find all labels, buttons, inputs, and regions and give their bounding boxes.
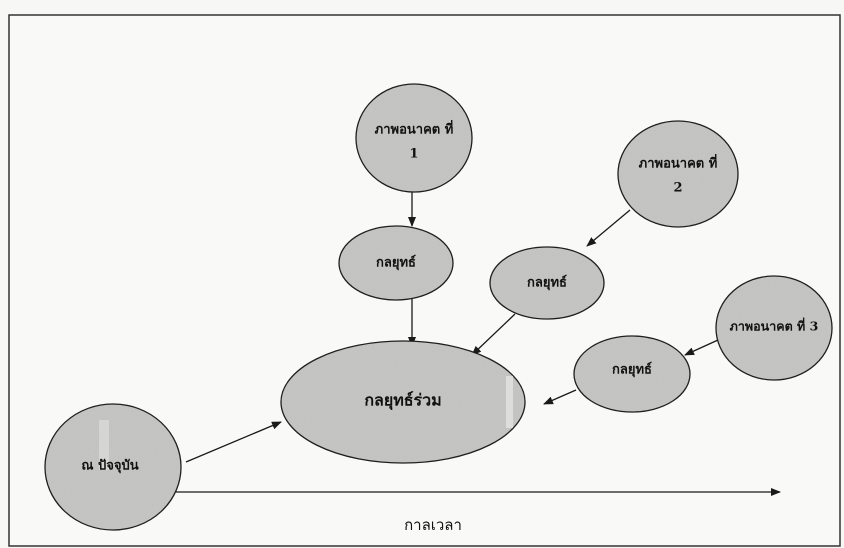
arrow-strategy2-to-joint bbox=[471, 313, 516, 356]
joint-strategy-node: กลยุทธ์ร่วม bbox=[280, 340, 526, 464]
future-scenario-2-number: 2 bbox=[673, 181, 682, 196]
future-scenario-3-label: ภาพอนาคต ที่ 3 bbox=[730, 318, 819, 334]
scan-highlight bbox=[506, 376, 513, 428]
arrow-future2-to-strategy2 bbox=[586, 209, 631, 247]
strategy-2-label: กลยุทธ์ bbox=[527, 275, 567, 291]
future-scenario-3-node: ภาพอนาคต ที่ 3 bbox=[715, 275, 833, 381]
strategy-1-label: กลยุทธ์ bbox=[376, 255, 416, 271]
present-label: ณ ปัจจุบัน bbox=[81, 459, 138, 474]
strategy-3-node: กลยุทธ์ bbox=[573, 335, 691, 413]
future-scenario-2-node: ภาพอนาคต ที่ 2 bbox=[617, 120, 739, 228]
time-axis-label: กาลเวลา bbox=[404, 516, 462, 534]
present-node: ณ ปัจจุบัน bbox=[44, 403, 182, 531]
arrow-strategy3-to-joint bbox=[543, 389, 577, 405]
future-scenario-2-label: ภาพอนาคต ที่ bbox=[639, 154, 718, 172]
strategy-1-node: กลยุทธ์ bbox=[338, 225, 454, 301]
scan-highlight bbox=[99, 420, 109, 470]
joint-strategy-label: กลยุทธ์ร่วม bbox=[364, 391, 441, 411]
strategy-2-node: กลยุทธ์ bbox=[489, 246, 605, 320]
strategy-3-label: กลยุทธ์ bbox=[612, 362, 652, 378]
future-scenario-1-node: ภาพอนาคต ที่ 1 bbox=[355, 83, 473, 193]
arrow-future3-to-strategy3 bbox=[684, 339, 719, 356]
future-scenario-1-label: ภาพอนาคต ที่ bbox=[375, 120, 454, 138]
future-scenario-1-number: 1 bbox=[409, 147, 418, 162]
arrow-present-to-joint bbox=[185, 421, 282, 463]
